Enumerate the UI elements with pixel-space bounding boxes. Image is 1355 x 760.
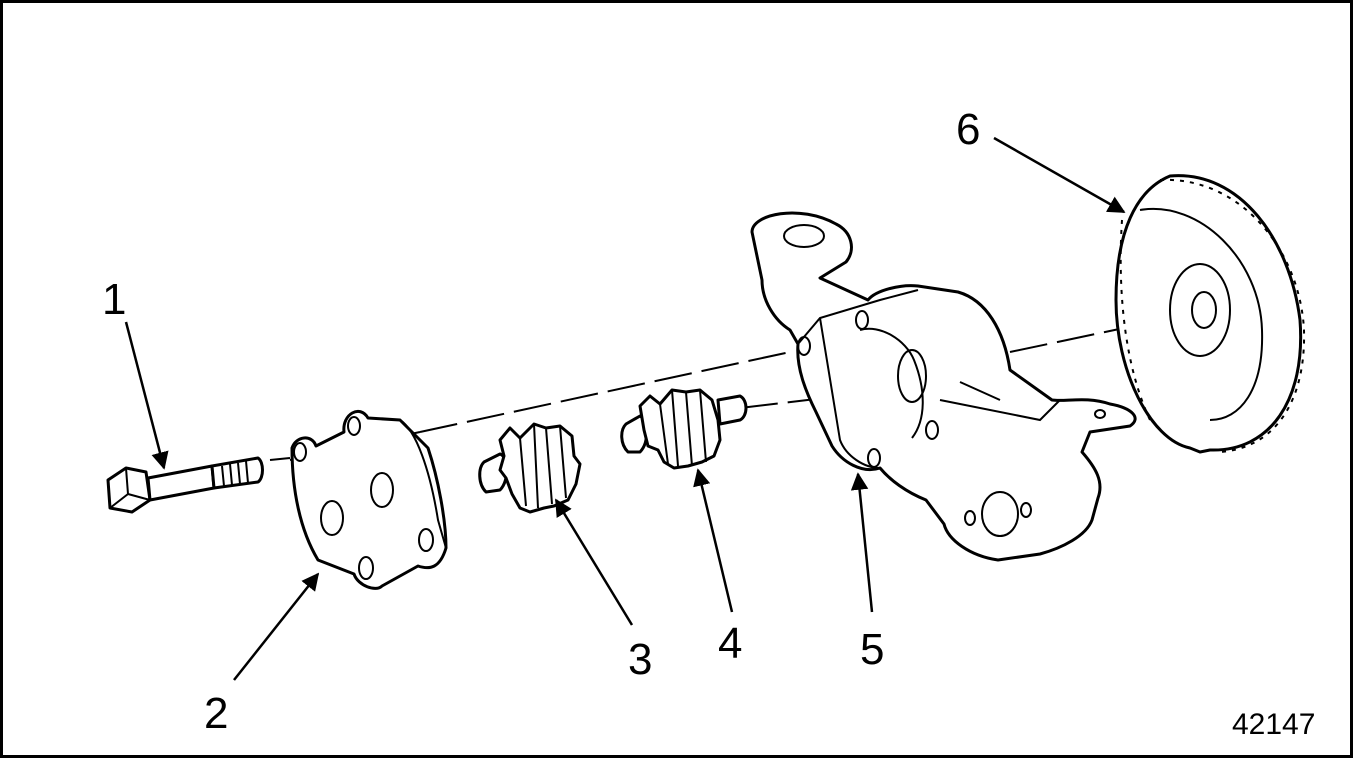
drive-gear — [620, 388, 748, 470]
figure-number: 42147 — [1232, 708, 1315, 741]
pump-body — [750, 211, 1137, 562]
leader-lines — [124, 136, 1126, 681]
callout-3: 3 — [628, 635, 652, 684]
pump-cover — [290, 410, 448, 590]
callout-6: 6 — [956, 105, 980, 154]
callout-4: 4 — [718, 619, 742, 668]
idler-gear — [478, 422, 582, 514]
callout-1: 1 — [102, 275, 126, 324]
bolt — [106, 456, 264, 514]
callout-2: 2 — [204, 689, 228, 738]
callout-5: 5 — [860, 625, 884, 674]
pump-drive-gear-wheel — [1114, 174, 1306, 454]
